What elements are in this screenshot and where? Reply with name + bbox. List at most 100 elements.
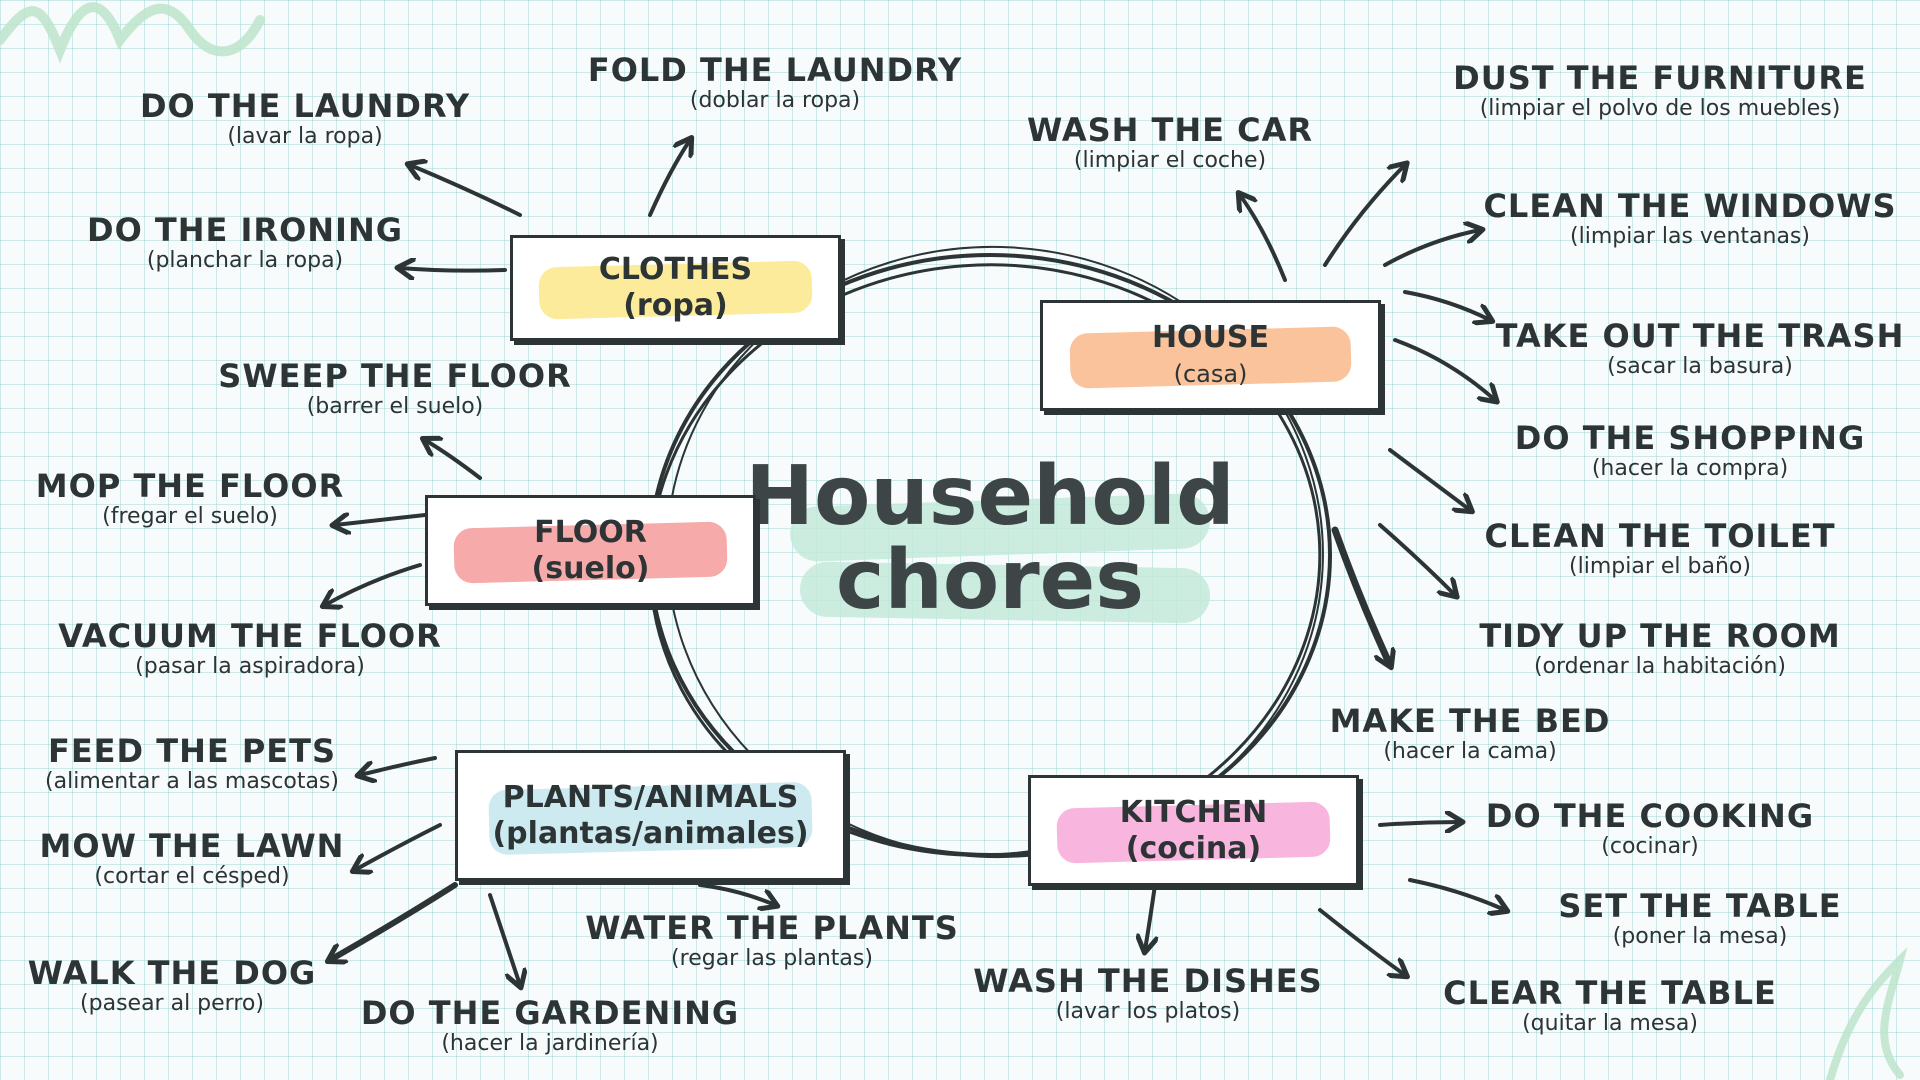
arrow-clothes-do-ironing [400,268,507,271]
arrow-floor-mop [335,515,427,525]
chore-label-en: DO THE LAUNDRY [139,87,471,125]
arrow-house-clean-windows [1383,230,1480,267]
green-scribble-bottom-right [1826,946,1908,1080]
category-label-en: CLOTHES [598,252,753,287]
chore-do-gardening: DO THE GARDENING (hacer la jardinería) [361,995,739,1057]
arrow-plants-gardening [488,893,520,985]
chore-label-es: (regar las plantas) [671,946,873,971]
title-line-2: chores [835,533,1145,628]
chore-label-es: (quitar la mesa) [1522,1011,1698,1036]
arrow-kitchen-wash-dishes [1145,883,1155,950]
chore-do-ironing: DO THE IRONING (planchar la ropa) [87,212,403,274]
chore-label-en: DO THE COOKING [1485,797,1815,835]
arrow-house-tidy-room [1378,523,1455,595]
chore-tidy-room: TIDY UP THE ROOM (ordenar la habitación) [1479,618,1840,680]
chore-label-en: MAKE THE BED [1329,702,1611,740]
chore-label-en: CLEAR THE TABLE [1443,974,1777,1012]
chore-label-es: (hacer la cama) [1383,739,1557,764]
category-clothes: CLOTHES (ropa) [510,235,841,341]
chore-water-plants: WATER THE PLANTS (regar las plantas) [585,910,958,972]
arrow-house-make-bed [1331,526,1390,665]
chore-clean-windows: CLEAN THE WINDOWS (limpiar las ventanas) [1483,188,1896,250]
chore-label-es: (cocinar) [1601,834,1699,859]
arrow-floor-sweep [425,440,482,480]
chore-label-en: CLEAN THE TOILET [1484,517,1836,555]
chore-set-table: SET THE TABLE (poner la mesa) [1558,888,1841,950]
chore-label-es: (doblar la ropa) [689,88,861,113]
chore-label-en: FEED THE PETS [47,732,337,770]
chore-label-es: (limpiar el coche) [1073,148,1267,173]
chore-label-en: DUST THE FURNITURE [1453,59,1867,97]
arrow-kitchen-clear-table [1318,908,1405,975]
chore-label-es: (ordenar la habitación) [1533,654,1787,679]
chore-label-es: (limpiar el polvo de los muebles) [1479,96,1841,121]
arrow-plants-water [698,883,775,905]
chore-dust-furniture: DUST THE FURNITURE (limpiar el polvo de … [1453,60,1867,122]
chore-label-es: (lavar la ropa) [227,124,383,149]
chore-label-en: CLEAN THE WINDOWS [1483,187,1897,225]
chore-label-es: (limpiar las ventanas) [1570,224,1810,249]
category-label-en: HOUSE [1151,319,1270,355]
category-house: HOUSE (casa) [1040,300,1381,411]
title-line-1: Household [745,449,1235,544]
chore-label-es: (poner la mesa) [1612,924,1788,949]
chore-label-en: DO THE GARDENING [360,994,740,1032]
category-label-es: (ropa) [623,288,728,323]
chore-label-en: SWEEP THE FLOOR [218,357,572,395]
category-label-es: (casa) [1173,359,1248,388]
chore-label-en: SET THE TABLE [1558,887,1842,925]
chore-fold-laundry: FOLD THE LAUNDRY (doblar la ropa) [588,52,962,114]
chore-mop-floor: MOP THE FLOOR (fregar el suelo) [36,468,344,530]
arrow-clothes-fold-laundry [648,140,690,217]
chore-label-en: DO THE SHOPPING [1514,419,1866,457]
arrow-kitchen-set-table [1408,878,1505,910]
chore-label-en: WASH THE CAR [1026,111,1314,149]
category-label-es: (suelo) [531,550,650,586]
chore-make-bed: MAKE THE BED (hacer la cama) [1330,703,1611,765]
chore-mow-lawn: MOW THE LAWN (cortar el césped) [40,828,345,890]
arrow-clothes-do-laundry [410,165,522,217]
chore-label-en: WASH THE DISHES [973,962,1323,1000]
chore-label-es: (hacer la jardinería) [441,1031,659,1056]
chore-label-en: WALK THE DOG [27,954,317,992]
category-label-en: PLANTS/ANIMALS [502,779,799,815]
chore-label-es: (alimentar a las mascotas) [45,769,339,794]
chore-label-es: (pasar la aspiradora) [135,654,365,679]
chore-take-out-trash: TAKE OUT THE TRASH (sacar la basura) [1496,318,1905,380]
arrow-plants-feed-pets [360,756,437,775]
category-floor: FLOOR (suelo) [425,495,756,606]
chore-do-laundry: DO THE LAUNDRY (lavar la ropa) [140,88,470,150]
chore-do-shopping: DO THE SHOPPING (hacer la compra) [1515,420,1865,482]
chore-label-en: TIDY UP THE ROOM [1479,617,1841,655]
chore-label-es: (lavar los platos) [1055,999,1241,1024]
chore-clear-table: CLEAR THE TABLE (quitar la mesa) [1443,975,1777,1037]
chore-wash-car: WASH THE CAR (limpiar el coche) [1027,112,1313,174]
chore-label-es: (planchar la ropa) [146,248,344,273]
chore-label-es: (sacar la basura) [1607,354,1793,379]
category-label-es: (cocina) [1125,830,1262,866]
chore-label-en: FOLD THE LAUNDRY [587,51,963,89]
category-kitchen: KITCHEN (cocina) [1028,775,1359,886]
chore-label-en: MOW THE LAWN [39,827,345,865]
chore-label-en: TAKE OUT THE TRASH [1495,317,1905,355]
arrow-plants-walk-dog [330,882,458,960]
chore-label-es: (fregar el suelo) [102,504,278,529]
chore-label-en: MOP THE FLOOR [35,467,345,505]
chore-label-es: (cortar el césped) [94,864,290,889]
chore-label-es: (hacer la compra) [1591,456,1789,481]
chore-wash-dishes: WASH THE DISHES (lavar los platos) [973,963,1322,1025]
arrow-house-take-out-trash [1403,290,1490,320]
chore-clean-toilet: CLEAN THE TOILET (limpiar el baño) [1484,518,1835,580]
chore-feed-pets: FEED THE PETS (alimentar a las mascotas) [45,733,339,795]
arrow-floor-vacuum [325,563,422,605]
arrow-plants-mow-lawn [355,823,442,870]
category-plants-animals: PLANTS/ANIMALS (plantas/animales) [455,750,846,881]
arrow-house-clean-toilet [1388,448,1470,510]
diagram-title: Household chores [745,455,1234,623]
chore-label-en: VACUUM THE FLOOR [58,617,442,655]
category-label-en: FLOOR [534,514,647,550]
chore-sweep-floor: SWEEP THE FLOOR (barrer el suelo) [218,358,571,420]
green-scribble-top-left [0,2,265,64]
chore-vacuum-floor: VACUUM THE FLOOR (pasar la aspiradora) [58,618,442,680]
chore-label-en: WATER THE PLANTS [585,909,959,947]
